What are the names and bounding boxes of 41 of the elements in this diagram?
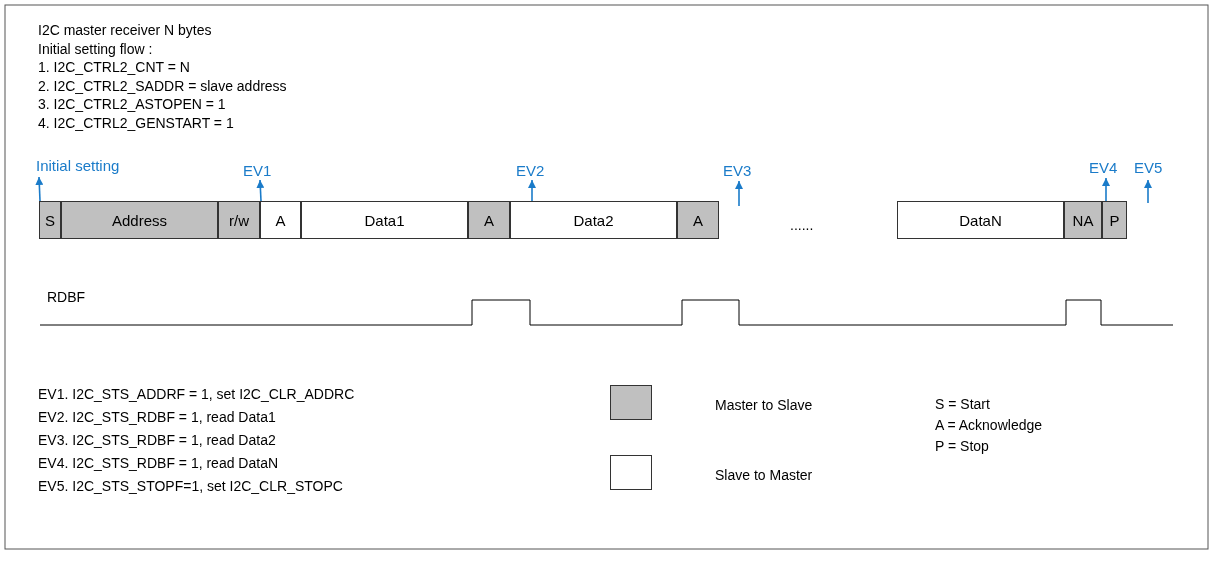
frame-field: A: [677, 201, 719, 239]
event-label: EV3: [723, 162, 752, 179]
frame-field: P: [1102, 201, 1127, 239]
event-label: EV2: [516, 162, 545, 179]
text-line: 2. I2C_CTRL2_SADDR = slave address: [38, 77, 287, 95]
arrow: [735, 180, 743, 207]
frame-field: NA: [1064, 201, 1102, 239]
frame-field: A: [468, 201, 510, 239]
text-line: 4. I2C_CTRL2_GENSTART = 1: [38, 114, 234, 132]
text-line: EV1. I2C_STS_ADDRF = 1, set I2C_CLR_ADDRC: [38, 386, 355, 403]
signal-label: RDBF: [47, 289, 86, 306]
frame-field: Data1: [301, 201, 468, 239]
text-line: S = Start: [935, 396, 990, 413]
event-label: Initial setting: [36, 157, 120, 174]
legend-label: Master to Slave: [715, 397, 813, 414]
frame-field: Data2: [510, 201, 677, 239]
text-line: EV2. I2C_STS_RDBF = 1, read Data1: [38, 409, 276, 426]
frame-field: A: [260, 201, 301, 239]
legend-label: Slave to Master: [715, 467, 813, 484]
arrow: [35, 176, 44, 202]
text-line: EV3. I2C_STS_RDBF = 1, read Data2: [38, 432, 276, 449]
heading: I2C master receiver N bytes: [38, 22, 212, 39]
text-line: A = Acknowledge: [935, 417, 1043, 434]
event-label: EV5: [1134, 159, 1163, 176]
arrow: [1102, 177, 1110, 202]
event-label: EV1: [243, 162, 272, 179]
arrow: [256, 179, 265, 202]
frame-field: Address: [61, 201, 218, 239]
arrow: [528, 179, 536, 202]
text-line: EV5. I2C_STS_STOPF=1, set I2C_CLR_STOPC: [38, 478, 343, 495]
text-line: EV4. I2C_STS_RDBF = 1, read DataN: [38, 455, 279, 472]
frame-field: S: [39, 201, 61, 239]
ellipsis: ......: [790, 217, 814, 234]
event-label: EV4: [1089, 159, 1118, 176]
text-line: 3. I2C_CTRL2_ASTOPEN = 1: [38, 96, 226, 113]
text-line: 1. I2C_CTRL2_CNT = N: [38, 59, 190, 76]
frame-field: DataN: [897, 201, 1064, 239]
arrow: [1144, 179, 1152, 204]
frame-field: r/w: [218, 201, 260, 239]
text-line: Initial setting flow :: [38, 40, 153, 58]
text-line: P = Stop: [935, 438, 989, 455]
